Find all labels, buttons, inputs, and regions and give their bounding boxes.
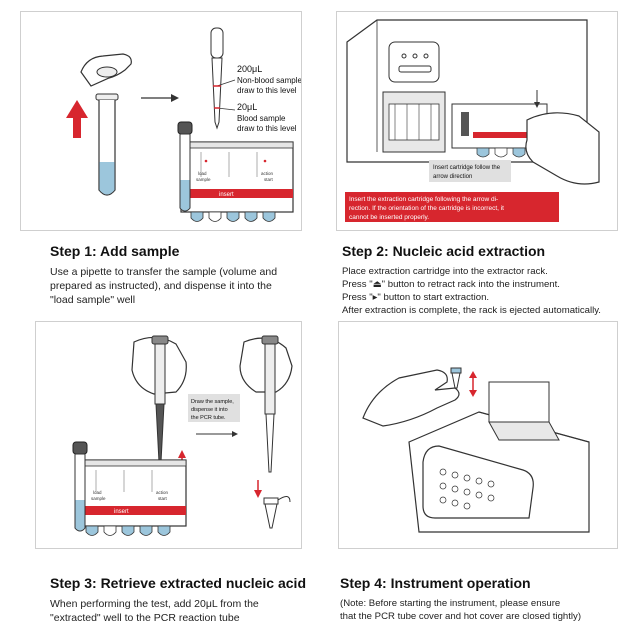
non-blood-label-1: Non-blood sample xyxy=(237,76,301,85)
sample-tube-dark-icon xyxy=(177,121,193,212)
step4-line: (Note: Before starting the instrument, p… xyxy=(340,598,561,609)
start-label: start xyxy=(158,496,168,501)
step1-description: Use a pipette to transfer the sample (vo… xyxy=(50,265,310,307)
step1-diagram: 200μL Non-blood sample draw to this leve… xyxy=(66,27,301,222)
blood-label-2: draw to this level xyxy=(237,124,297,133)
step1-line: "load sample" well xyxy=(50,294,136,306)
step4-line: that the PCR tube cover and hot cover ar… xyxy=(340,611,582,622)
warning-line-2: rection. If the orientation of the cartr… xyxy=(349,205,504,212)
extraction-cartridge-icon xyxy=(451,103,548,158)
hand-icon xyxy=(362,369,460,427)
step2-line: Place extraction cartridge into the extr… xyxy=(342,266,548,277)
step1-line: prepared as instructed), and dispense it… xyxy=(50,280,272,292)
step4-diagram xyxy=(362,367,590,533)
step2-text: Step 2: Nucleic acid extraction Place ex… xyxy=(342,243,632,317)
non-blood-label-2: draw to this level xyxy=(237,86,297,95)
pipette-icon xyxy=(210,27,236,130)
callout-line-1: Insert cartridge follow the xyxy=(433,165,501,171)
blood-label-1: Blood sample xyxy=(237,114,286,123)
pcr-tube-icon xyxy=(263,496,291,529)
callout-box xyxy=(429,160,511,182)
load-label: load xyxy=(198,171,207,176)
right-arrow-icon xyxy=(141,94,179,102)
pipette-icon xyxy=(151,335,169,463)
action-label: action xyxy=(261,171,274,176)
insert-label: insert xyxy=(219,192,234,198)
insert-label: insert xyxy=(114,509,129,515)
pcr-instrument-icon xyxy=(408,381,590,533)
up-arrow-icon xyxy=(66,100,88,138)
step4-title: Step 4: Instrument operation xyxy=(340,575,531,591)
action-label: action xyxy=(156,490,169,495)
sample-label: sample xyxy=(91,496,106,501)
right-arrow-icon xyxy=(196,431,238,437)
warning-box xyxy=(345,192,559,222)
step3-line: When performing the test, add 20μL from … xyxy=(50,598,259,610)
volume-20-label: 20μL xyxy=(237,102,257,112)
callout-line-2: dispense it into xyxy=(191,407,228,413)
step3-illustration: Draw the sample, dispense it into the PC… xyxy=(35,321,302,549)
step3-title: Step 3: Retrieve extracted nucleic acid xyxy=(50,575,306,591)
step1-line: Use a pipette to transfer the sample (vo… xyxy=(50,266,278,278)
start-label: start xyxy=(264,177,274,182)
step3-description: When performing the test, add 20μL from … xyxy=(50,597,320,625)
extraction-cartridge-icon xyxy=(180,141,294,222)
load-label: load xyxy=(93,490,102,495)
step2-diagram: Insert cartridge follow the arrow direct… xyxy=(345,19,600,222)
callout-box xyxy=(188,394,240,422)
step2-description: Place extraction cartridge into the extr… xyxy=(342,265,632,317)
up-down-arrow-icon xyxy=(469,371,477,397)
hand-icon xyxy=(525,112,600,185)
step3-text: Step 3: Retrieve extracted nucleic acid … xyxy=(50,575,320,625)
down-arrow-icon xyxy=(534,90,540,108)
step1-text: Step 1: Add sample Use a pipette to tran… xyxy=(50,243,310,307)
step4-description: (Note: Before starting the instrument, p… xyxy=(340,597,632,623)
step1-illustration: 200μL Non-blood sample draw to this leve… xyxy=(20,11,302,231)
warning-line-3: cannot be inserted properly. xyxy=(349,214,429,221)
sample-tube-dark-icon xyxy=(72,441,88,532)
tube-cap-icon xyxy=(96,66,118,78)
step2-line: After extraction is complete, the rack i… xyxy=(342,305,601,316)
step4-text: Step 4: Instrument operation (Note: Befo… xyxy=(340,575,632,623)
sample-label: sample xyxy=(196,177,211,182)
step2-line: Press "▸" button to start extraction. xyxy=(342,292,490,303)
step3-line: "extracted" well to the PCR reaction tub… xyxy=(50,612,240,624)
step1-title: Step 1: Add sample xyxy=(50,243,180,259)
extraction-cartridge-icon xyxy=(75,459,187,536)
callout-line-3: the PCR tube. xyxy=(191,415,226,421)
callout-line-2: arrow direction xyxy=(433,174,472,180)
step4-illustration xyxy=(338,321,618,549)
pipette-icon xyxy=(261,335,279,473)
pcr-tube-icon xyxy=(450,367,462,389)
step2-line: Press "⏏" button to retract rack into th… xyxy=(342,279,560,290)
sample-tube-icon xyxy=(95,93,119,196)
volume-200-label: 200μL xyxy=(237,64,262,74)
down-arrow-icon xyxy=(254,480,262,498)
warning-line-1: Insert the extraction cartridge followin… xyxy=(349,196,498,203)
step2-title: Step 2: Nucleic acid extraction xyxy=(342,243,546,259)
step3-diagram: Draw the sample, dispense it into the PC… xyxy=(72,335,293,536)
callout-line-1: Draw the sample, xyxy=(191,399,234,405)
step2-illustration: Insert cartridge follow the arrow direct… xyxy=(336,11,618,231)
